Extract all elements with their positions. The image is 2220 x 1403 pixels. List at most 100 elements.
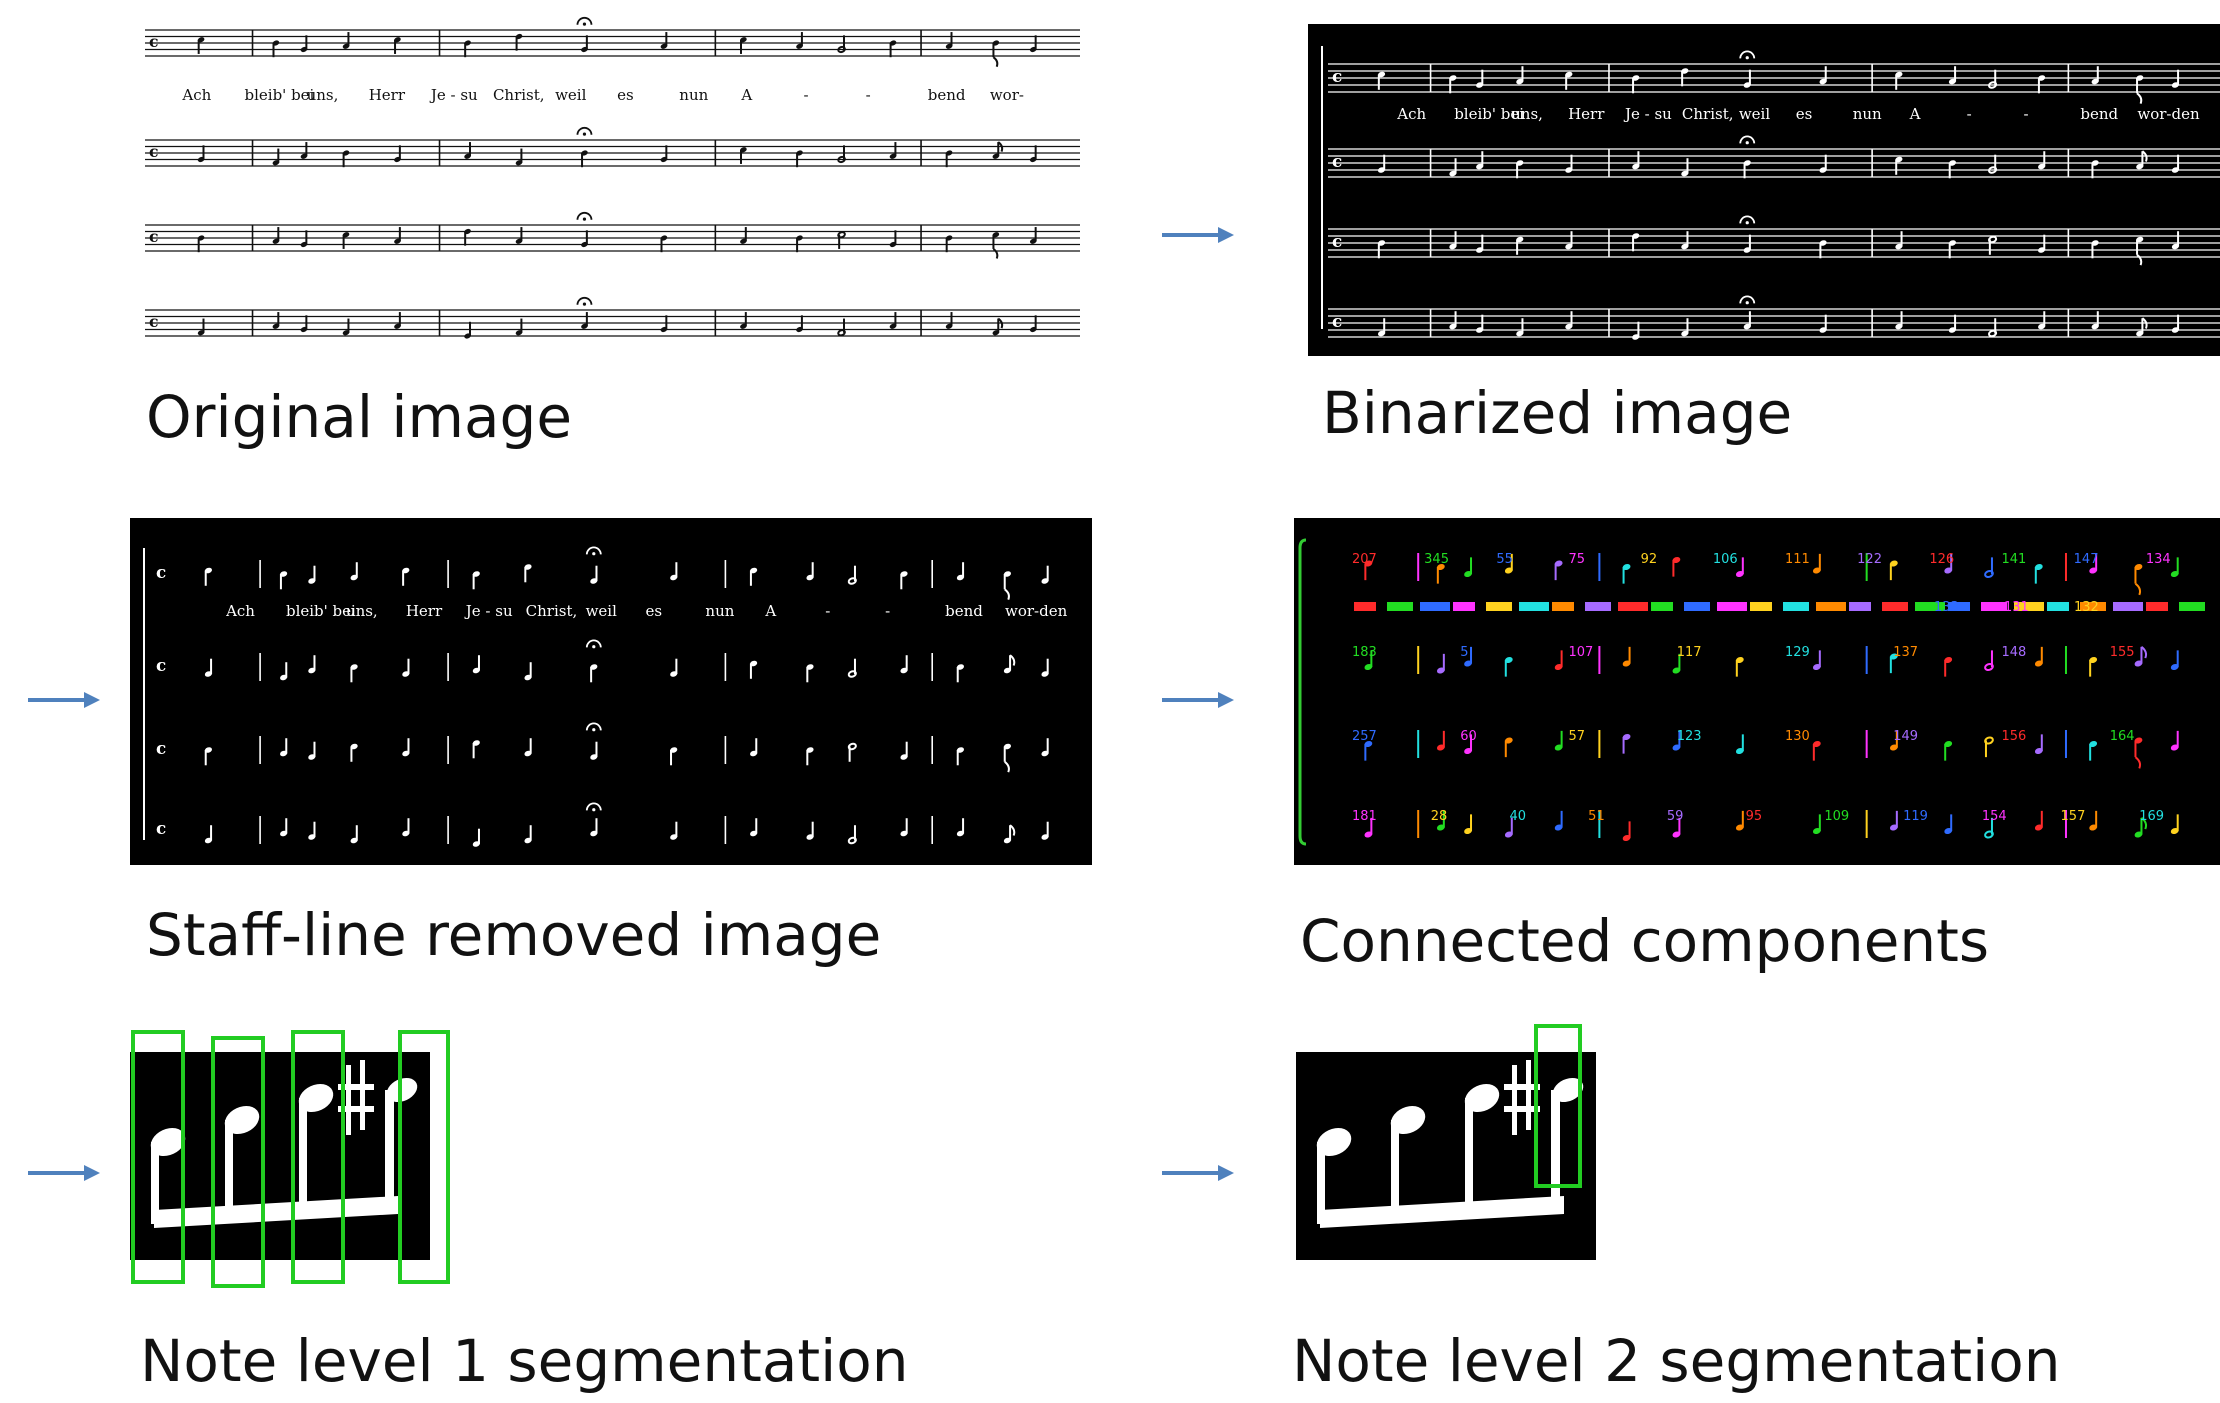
fermata-dot xyxy=(1745,56,1749,60)
notehead xyxy=(1364,831,1373,838)
lyric-component xyxy=(2179,602,2205,611)
component-id-label: 126 xyxy=(1929,552,1954,567)
lyric-component xyxy=(1585,602,1611,611)
time-signature: c xyxy=(1332,66,1342,86)
notehead xyxy=(1436,563,1445,571)
component-id-label: 141 xyxy=(2002,552,2027,567)
notehead xyxy=(1554,663,1563,671)
notehead xyxy=(1812,740,1821,748)
lyric-syllable: Je - su xyxy=(429,86,478,104)
component-id-label: 109 xyxy=(1824,809,1849,824)
notehead xyxy=(1622,834,1631,842)
staff-system: c xyxy=(145,211,1080,259)
notehead xyxy=(2034,563,2043,571)
lyric-syllable: es xyxy=(1796,105,1813,123)
notehead xyxy=(2170,827,2179,835)
notehead xyxy=(1735,570,1744,578)
component-id-label: 133 xyxy=(1934,600,1959,615)
notehead xyxy=(1889,824,1898,831)
component-id-label: 147 xyxy=(2074,552,2099,567)
fermata xyxy=(585,802,602,811)
notehead xyxy=(1504,656,1513,664)
notehead xyxy=(1554,824,1563,831)
caption-staff-removed-image: Staff-line removed image xyxy=(146,901,882,969)
note-level-1-panel xyxy=(120,1020,480,1310)
lyric-component xyxy=(1453,602,1475,611)
lyric-syllable: nun xyxy=(1853,105,1882,123)
panel-background xyxy=(1308,24,2220,356)
fermata xyxy=(1739,295,1756,304)
time-signature: c xyxy=(1332,151,1342,171)
notehead xyxy=(1622,660,1631,667)
component-id-label: 95 xyxy=(1746,809,1763,824)
component-id-label: 156 xyxy=(2002,729,2027,744)
notehead xyxy=(1464,747,1472,755)
lyric-syllable: Je - su xyxy=(464,602,513,620)
notehead xyxy=(1364,740,1373,748)
component-id-label: 111 xyxy=(1785,552,1810,567)
lyric-component xyxy=(1717,602,1747,611)
notehead xyxy=(1436,824,1445,831)
notehead xyxy=(2170,570,2179,578)
notehead xyxy=(1622,733,1631,741)
lyric-syllable: Herr xyxy=(369,86,406,104)
lyric-syllable: bleib' bei xyxy=(1454,105,1524,123)
caption-connected-components: Connected components xyxy=(1300,907,1990,975)
last-note-stem xyxy=(385,1090,394,1210)
system-bracket xyxy=(1298,538,1307,846)
arrow-to-note-level-2 xyxy=(1162,1165,1234,1181)
notehead xyxy=(2034,747,2043,755)
sharp-stroke xyxy=(1512,1065,1517,1135)
notehead xyxy=(1316,1127,1352,1157)
note-flag xyxy=(1009,654,1016,666)
fermata-dot xyxy=(592,808,596,812)
notehead xyxy=(1464,827,1472,835)
fermata xyxy=(1739,215,1756,224)
arrow-to-note-level-1 xyxy=(28,1165,100,1181)
lyric-syllable: Herr xyxy=(406,602,443,620)
note-stem xyxy=(1465,1098,1473,1216)
notehead xyxy=(1812,663,1821,671)
note-flag xyxy=(2140,817,2148,830)
component-id-label: 106 xyxy=(1713,552,1738,567)
staff-system: c xyxy=(145,296,1080,339)
fermata-dot xyxy=(592,645,596,649)
component-id-label: 75 xyxy=(1569,552,1586,567)
fermata-dot xyxy=(592,728,596,732)
lyric-component xyxy=(1816,602,1846,611)
lyric-component xyxy=(1948,602,1970,611)
notehead xyxy=(1504,737,1513,744)
fermata xyxy=(576,296,593,305)
sharp-stroke xyxy=(1504,1106,1540,1112)
notehead xyxy=(2170,663,2179,671)
component-id-label: 129 xyxy=(1785,645,1810,660)
component-id-label: 257 xyxy=(1352,729,1377,744)
fermata-dot xyxy=(592,552,596,556)
component-id-label: 60 xyxy=(1460,729,1477,744)
lyric-component xyxy=(1915,602,1945,611)
lyric-syllable: nun xyxy=(705,602,734,620)
component-id-label: 345 xyxy=(1424,552,1449,567)
component-id-label: 119 xyxy=(1903,809,1928,824)
staff-system: c xyxy=(156,802,1049,847)
component-id-label: 117 xyxy=(1677,645,1702,660)
note-flag xyxy=(1004,588,1010,600)
notehead xyxy=(1812,827,1821,835)
sharp-accidental xyxy=(338,1060,374,1135)
notehead xyxy=(224,1105,260,1135)
component-id-label: 148 xyxy=(2002,645,2027,660)
fermata xyxy=(585,546,602,555)
lyric-syllable: weil xyxy=(555,86,587,104)
component-id-label: 169 xyxy=(2139,809,2164,824)
note-stem xyxy=(1391,1120,1399,1220)
fermata-dot xyxy=(582,217,587,221)
lyric-component xyxy=(1783,602,1809,611)
panel-background xyxy=(140,10,1080,355)
notehead xyxy=(1504,567,1513,574)
